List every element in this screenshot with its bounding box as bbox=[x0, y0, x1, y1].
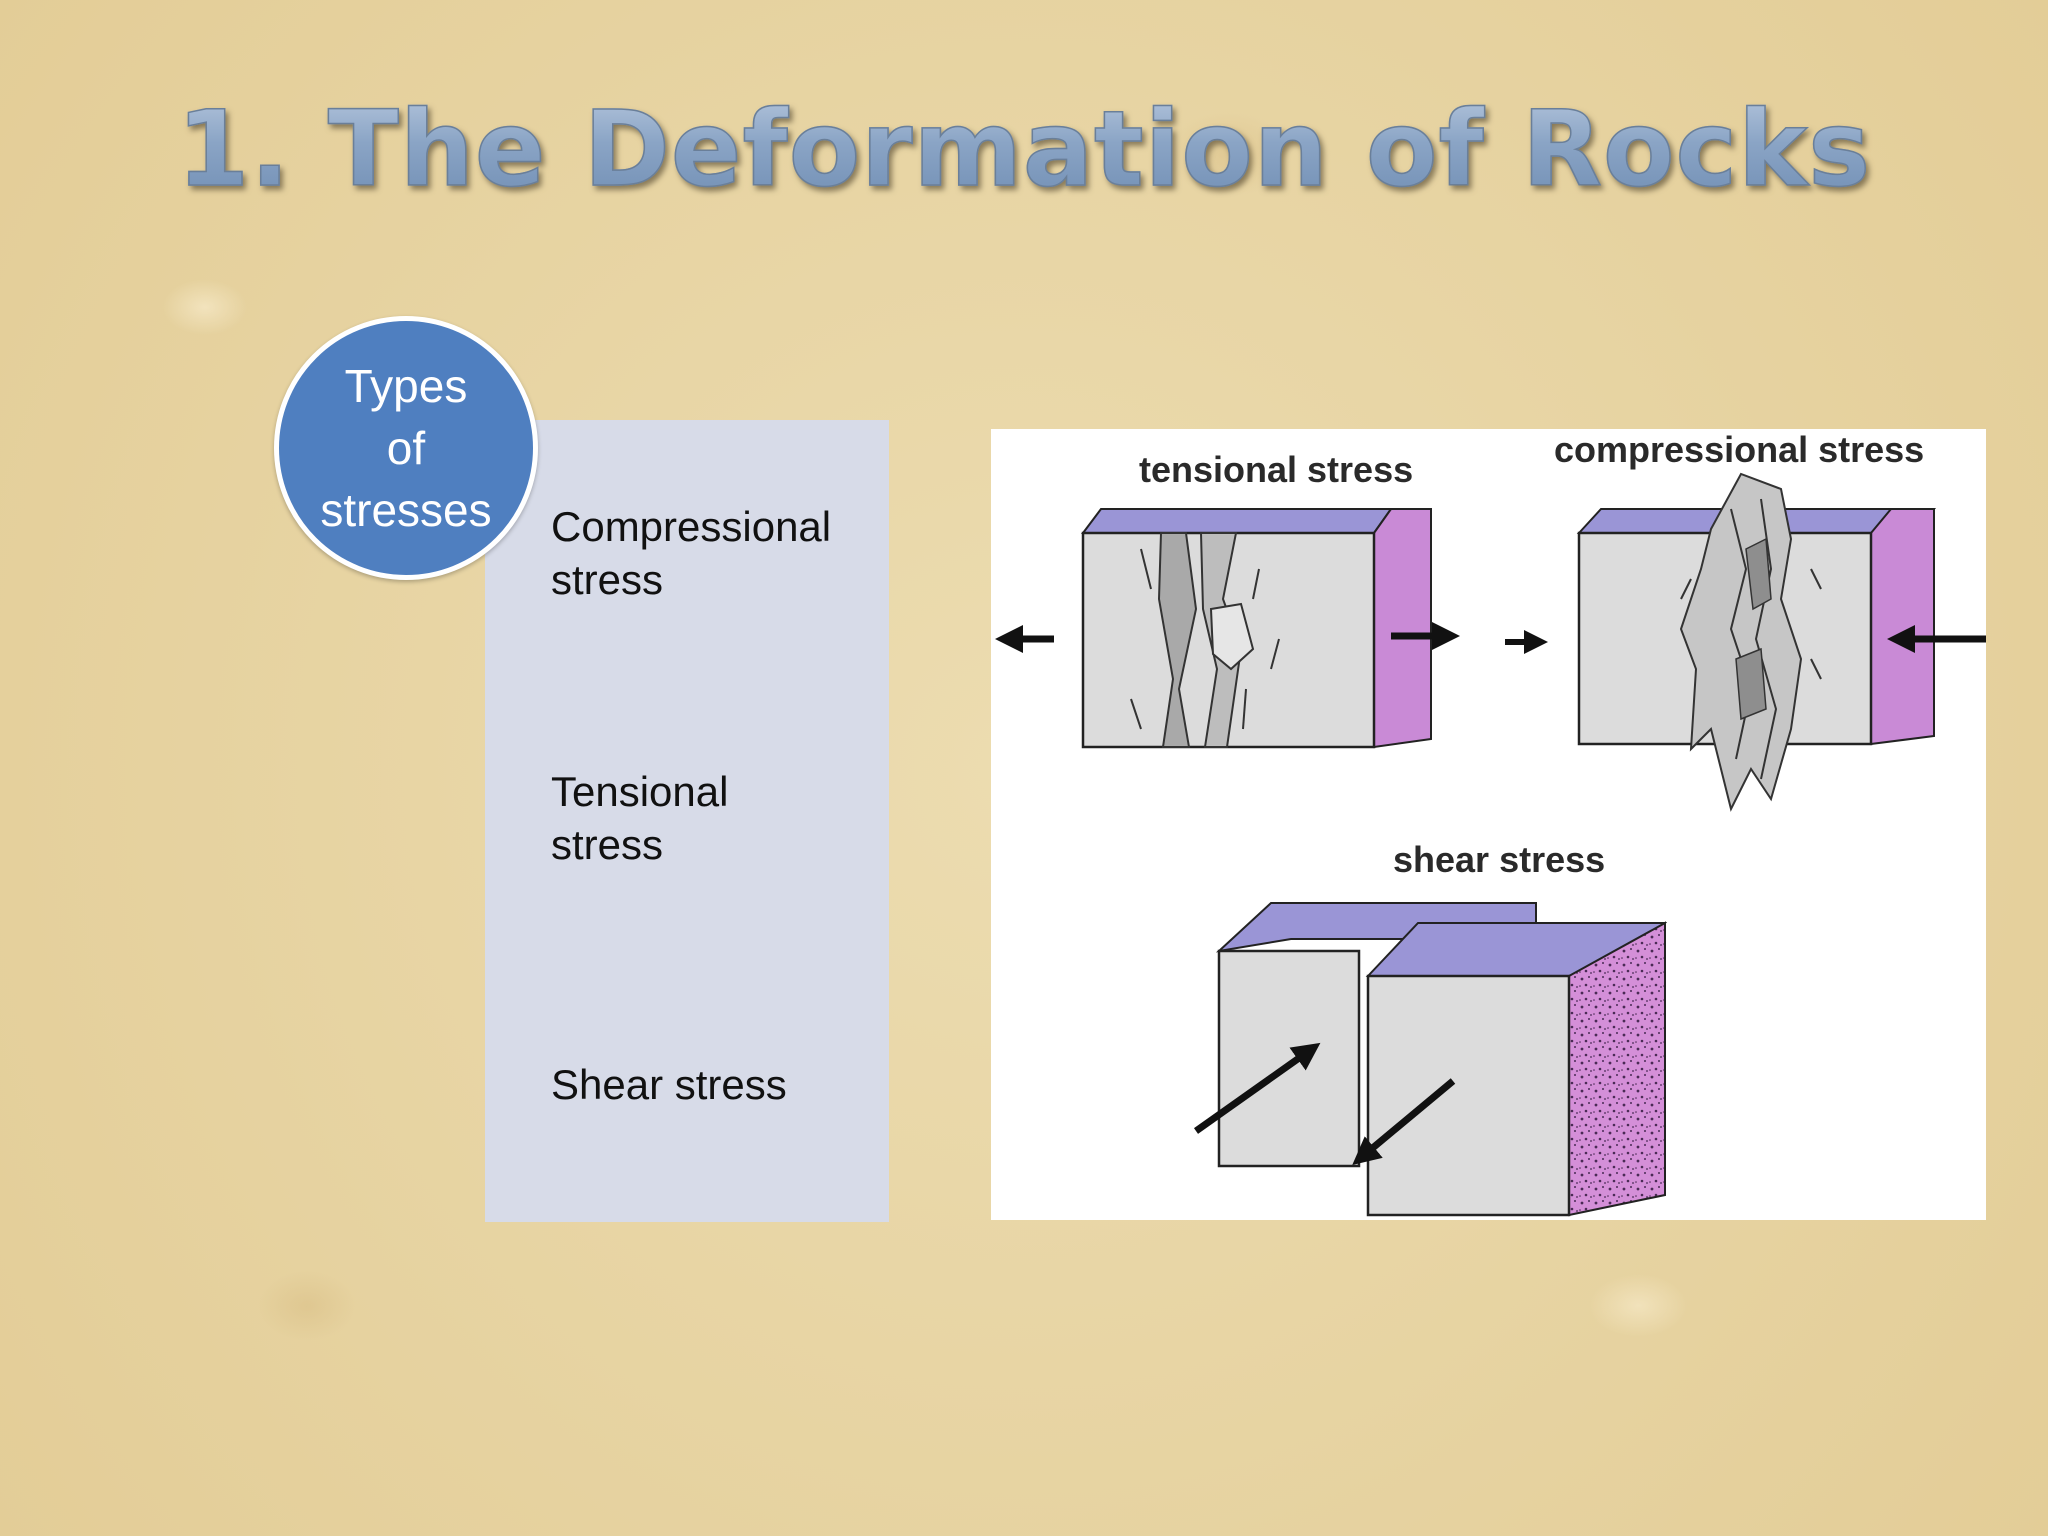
slide-title: 1. The Deformation of Rocks bbox=[0, 87, 2048, 211]
stress-diagram bbox=[995, 472, 1986, 1217]
label-compressional: compressional stress bbox=[1554, 429, 1925, 470]
compressional-block bbox=[1505, 472, 1986, 812]
stress-list-panel bbox=[485, 420, 889, 1222]
list-item-tensional: Tensional stress bbox=[551, 768, 729, 868]
label-shear: shear stress bbox=[1393, 839, 1606, 880]
types-badge-label: Types of stresses bbox=[320, 360, 492, 536]
tensional-block bbox=[995, 508, 1460, 749]
stress-types-figure: tensional stress compressional stress sh… bbox=[991, 429, 1986, 1220]
types-badge: Types of stresses bbox=[274, 316, 538, 580]
shear-blocks bbox=[1193, 902, 1668, 1217]
label-tensional: tensional stress bbox=[1139, 449, 1414, 490]
list-item-shear: Shear stress bbox=[551, 1061, 787, 1108]
list-item-compressional: Compressional stress bbox=[551, 503, 832, 603]
